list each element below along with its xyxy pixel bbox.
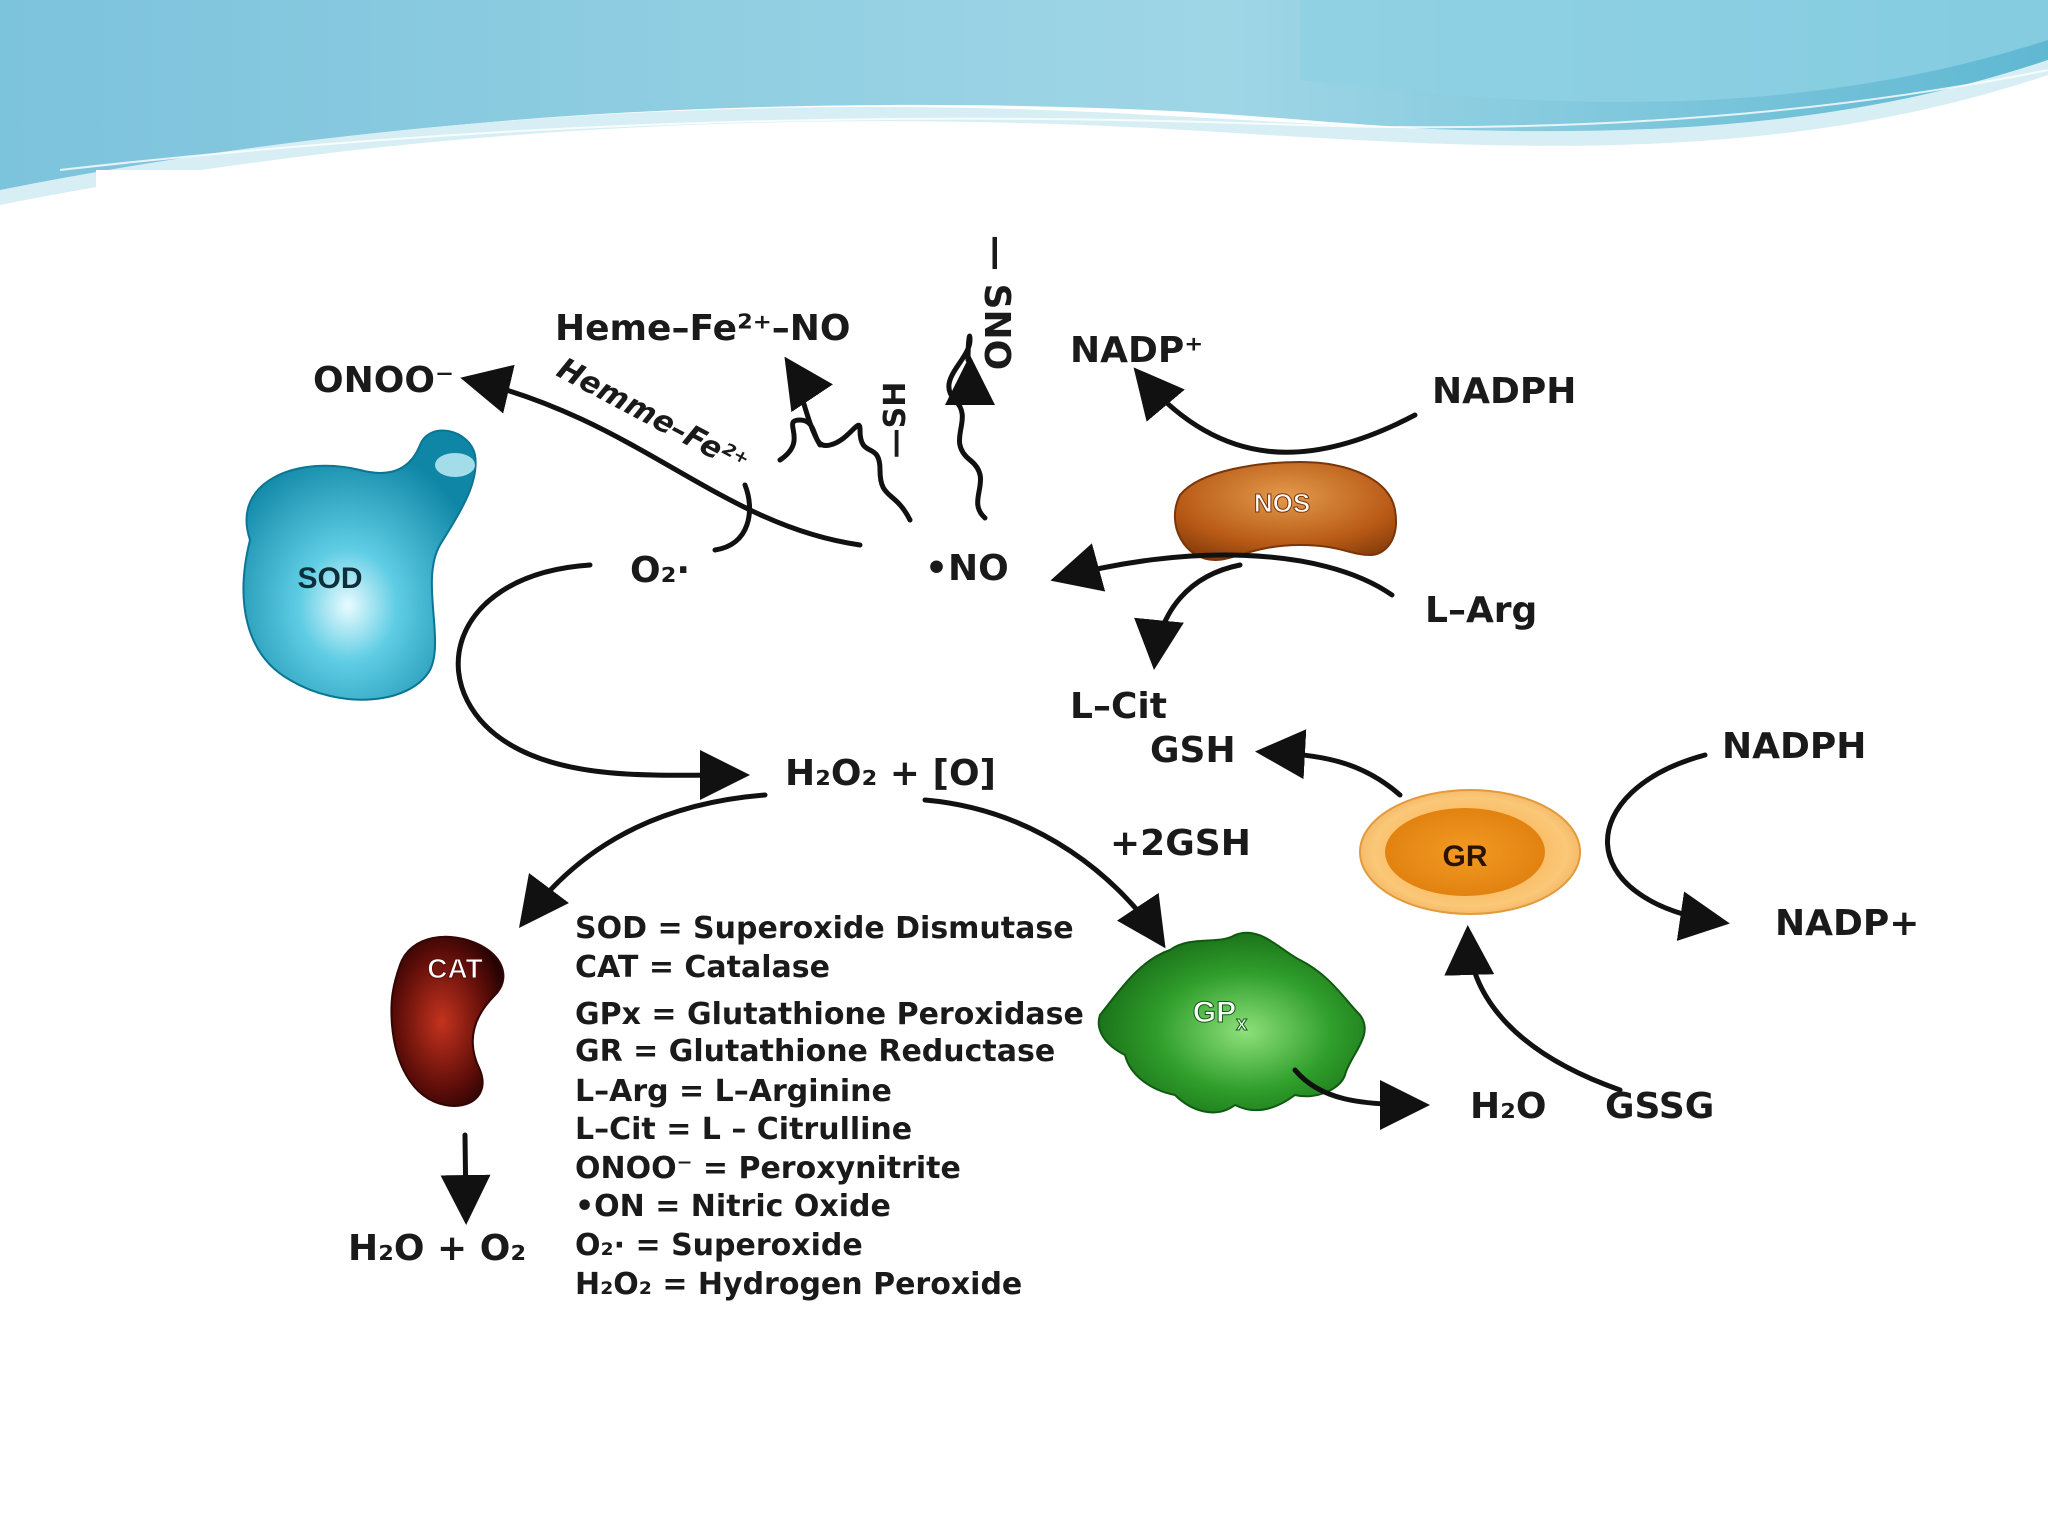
label-nadph-right: NADPH	[1722, 726, 1866, 767]
label-o2-radical: O₂·	[630, 550, 690, 591]
legend-line: CAT = Catalase	[575, 950, 830, 985]
label-h2o2: H₂O₂ + [O]	[785, 753, 996, 794]
arrow-cat-products	[440, 1132, 491, 1225]
header-wave	[0, 0, 2048, 205]
arrow-gr-nadph-nadp	[1605, 752, 1730, 941]
label-plus-2gsh: +2GSH	[1110, 823, 1251, 864]
label-onoo: ONOO⁻	[313, 360, 454, 401]
nos-label: NOS	[1254, 488, 1310, 518]
legend-line: L–Cit = L – Citrulline	[575, 1112, 912, 1147]
arrow-o2-join	[712, 482, 753, 553]
label-gssg: GSSG	[1605, 1086, 1714, 1127]
gr-enzyme: GR	[1359, 789, 1581, 915]
reaction-arrows	[440, 336, 1730, 1225]
arrow-h2o2-gpx	[922, 797, 1166, 949]
label-l-arg: L–Arg	[1425, 590, 1537, 631]
arrow-larg-no	[1050, 543, 1395, 598]
label-nadp-top: NADP⁺	[1070, 330, 1203, 371]
arrow-h2o2-cat	[518, 792, 768, 928]
legend-line: ONOO⁻ = Peroxynitrite	[575, 1151, 961, 1186]
label-heme-no: Heme–Fe²⁺–NO	[555, 308, 851, 349]
legend-line: L–Arg = L–Arginine	[575, 1074, 892, 1109]
legend-line: H₂O₂ = Hydrogen Peroxide	[575, 1267, 1022, 1302]
arrow-no-sno	[949, 336, 985, 521]
label-h2o: H₂O	[1470, 1086, 1547, 1127]
arrow-gpx-h2o	[1292, 1067, 1430, 1130]
legend-line: GPx = Glutathione Peroxidase	[575, 997, 1084, 1032]
legend-line: SOD = Superoxide Dismutase	[575, 911, 1074, 946]
label-l-cit: L–Cit	[1070, 686, 1167, 727]
arrow-gr-gsh	[1255, 729, 1403, 798]
legend-line: •ON = Nitric Oxide	[575, 1189, 891, 1224]
cat-label: CAT	[427, 953, 482, 984]
legend-line: O₂· = Superoxide	[575, 1228, 863, 1263]
label-sh: —SH	[878, 382, 913, 459]
arrow-lcit	[1134, 562, 1243, 670]
arrow-gssg-gr	[1444, 925, 1623, 1093]
arrow-nadph-nadp	[1133, 367, 1418, 455]
sod-enzyme: SOD	[242, 429, 477, 701]
label-no-radical: •NO	[925, 548, 1009, 589]
diagram-panel	[96, 170, 1952, 1320]
abbreviation-legend: SOD = Superoxide Dismutase CAT = Catalas…	[575, 911, 1084, 1302]
nos-enzyme: NOS	[1174, 460, 1397, 562]
gpx-label: GPx	[1193, 996, 1247, 1035]
arrow-no-onoo	[460, 364, 863, 548]
label-gsh: GSH	[1150, 730, 1236, 771]
label-sno: — SNO	[976, 235, 1017, 370]
arrow-sod-h2o2	[455, 562, 750, 801]
arrow-no-heme	[780, 365, 913, 523]
sod-label: SOD	[297, 562, 362, 595]
cat-enzyme: CAT	[390, 935, 505, 1107]
label-nadp-right: NADP+	[1775, 903, 1919, 944]
gpx-enzyme: GPx	[1097, 931, 1366, 1114]
label-nadph-top: NADPH	[1432, 371, 1576, 412]
label-h2o-o2: H₂O + O₂	[348, 1228, 526, 1269]
gr-label: GR	[1443, 840, 1488, 873]
legend-line: GR = Glutathione Reductase	[575, 1034, 1055, 1069]
